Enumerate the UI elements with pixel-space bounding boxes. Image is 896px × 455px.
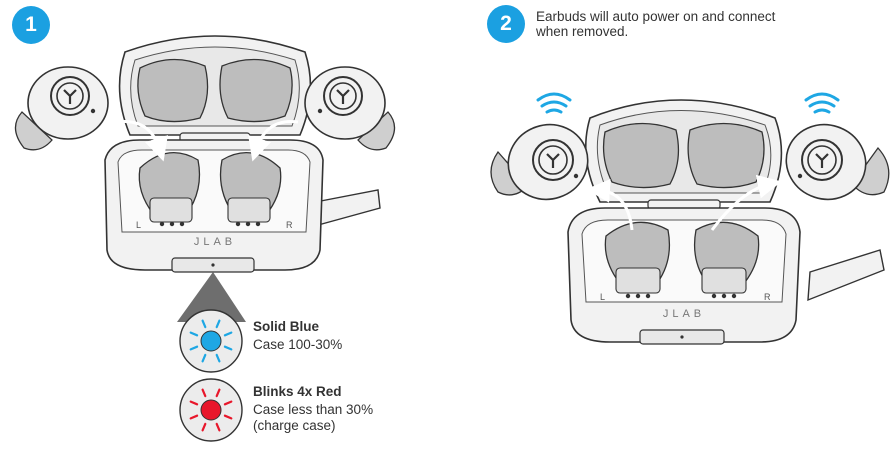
led-light-ray — [201, 319, 207, 329]
earbud-right-removed — [785, 123, 890, 201]
led-state-line: (charge case) — [253, 418, 336, 433]
led-light-ray — [215, 353, 221, 363]
lid-recess-left — [137, 58, 209, 123]
lid-recess-right — [687, 122, 765, 189]
charging-case-open-step2: L R JLAB — [567, 99, 885, 345]
wifi-signal-icon — [804, 92, 840, 114]
led-light-ray — [215, 388, 221, 398]
remove-arrow-right — [710, 174, 782, 231]
led-indicator-red — [179, 378, 243, 442]
led-light-ray — [215, 319, 221, 329]
brand-logo: JLAB — [194, 236, 236, 248]
led-light-ray — [223, 400, 233, 406]
wifi-signal-icon — [536, 92, 572, 114]
earbud-right — [304, 66, 396, 151]
side-letter-right: R — [286, 220, 293, 230]
led-light-ray — [201, 353, 207, 363]
insert-arrow-right — [248, 120, 299, 162]
led-state-description: Case 100-30% — [253, 337, 342, 353]
insert-arrow-left — [117, 120, 168, 162]
lid-recess-left — [602, 122, 680, 189]
led-light-ray — [189, 331, 199, 337]
remove-arrow-left — [586, 178, 634, 231]
step-number-badge: 2 — [487, 5, 525, 43]
led-light-ray — [223, 345, 233, 351]
earbud-left — [14, 66, 109, 151]
case-hinge — [807, 249, 885, 302]
brand-logo: JLAB — [663, 308, 705, 320]
led-indicator-blue — [179, 309, 243, 373]
step-number-badge: 1 — [12, 6, 50, 44]
caption-line: Earbuds will auto power on and connect — [536, 9, 776, 24]
earbud-left-removed — [490, 123, 589, 201]
led-light-ray — [201, 422, 207, 432]
led-light-ray — [215, 422, 221, 432]
led-light-ray — [189, 414, 199, 420]
led-callout-wedge — [177, 272, 246, 322]
led-light-ray — [201, 388, 207, 398]
side-letter-left: L — [600, 292, 605, 302]
caption-line: when removed. — [536, 24, 629, 39]
led-light-ray — [189, 400, 199, 406]
led-state-title: Blinks 4x Red — [253, 384, 342, 399]
led-light-ray — [223, 414, 233, 420]
led-state-title: Solid Blue — [253, 319, 320, 334]
side-letter-left: L — [136, 220, 141, 230]
led-state-line: Case 100-30% — [253, 337, 343, 352]
led-state-line: Case less than 30% — [253, 402, 374, 417]
lid-recess-right — [219, 58, 293, 123]
led-light-ray — [223, 331, 233, 337]
led-state-description: Case less than 30% (charge case) — [253, 402, 373, 434]
side-letter-right: R — [764, 292, 771, 302]
led-light-ray — [189, 345, 199, 351]
step2-caption: Earbuds will auto power on and connect w… — [536, 9, 775, 39]
